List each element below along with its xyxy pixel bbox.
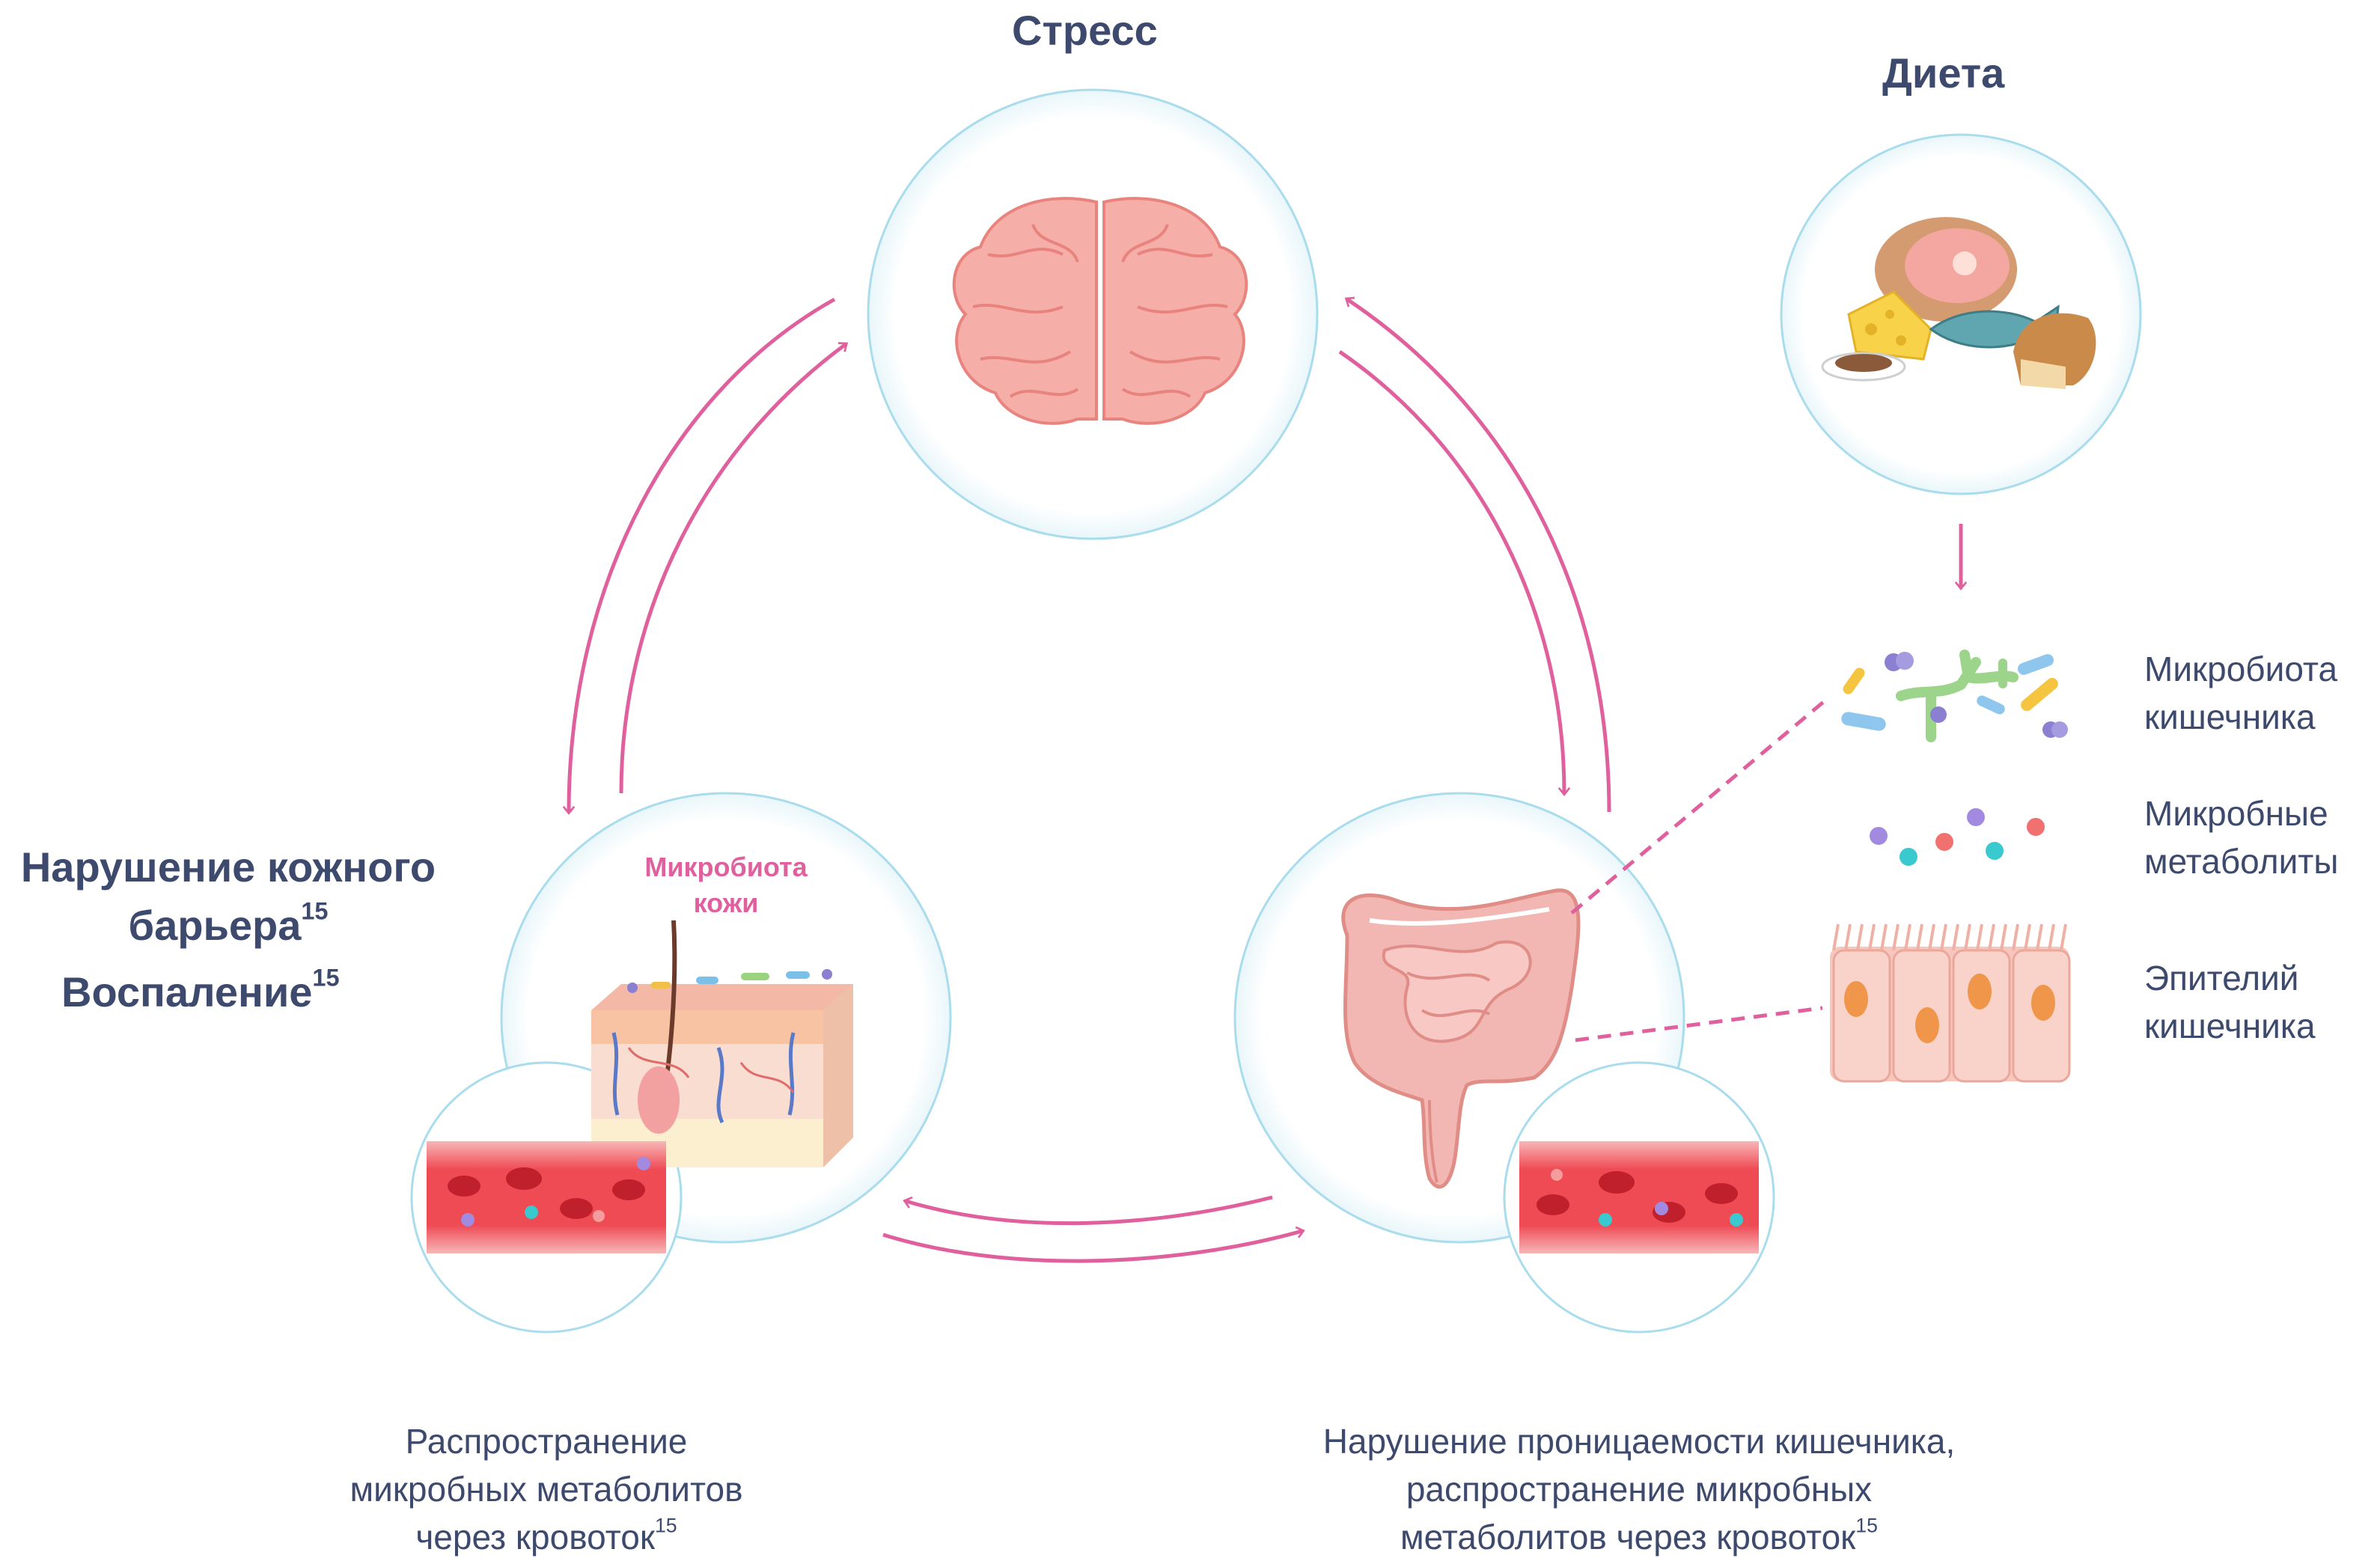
- arrow-gut-to-skin: [903, 1195, 1273, 1226]
- gut-microbiota-label: Микробиота кишечника: [2144, 650, 2338, 736]
- dashed-connectors: [1570, 698, 1828, 1042]
- caption-right: Нарушение проницаемости кишечника, распр…: [1197, 1369, 2081, 1561]
- caption-left: Распространение микробных метаболитов че…: [247, 1369, 846, 1561]
- inflammation-title: Воспаление15: [61, 965, 340, 1016]
- skin-barrier-text: Нарушение кожного барьера: [20, 843, 436, 949]
- inflammation-text: Воспаление: [61, 968, 313, 1015]
- epithelium-label: Эпителий кишечника: [2144, 959, 2316, 1045]
- arrow-stress-to-skin: [562, 297, 836, 815]
- arrow-gut-to-stress: [1344, 296, 1611, 813]
- diagram-canvas: [410, 88, 2142, 1334]
- blood-vessel-icon-left: [427, 1141, 666, 1253]
- bacteria-icon: [1841, 650, 2068, 742]
- brain-icon: [952, 197, 1248, 425]
- skin-barrier-ref: 15: [301, 897, 329, 925]
- arrow-skin-to-stress: [619, 342, 849, 794]
- inflammation-ref: 15: [312, 964, 340, 992]
- skin-microbiota-label: Микробиота кожи: [644, 852, 808, 918]
- stress-title: Стресс: [1012, 7, 1158, 54]
- arrows: [562, 296, 1968, 1263]
- metabolites-label: Микробные метаболиты: [2144, 794, 2339, 881]
- skin-barrier-title: Нарушение кожного барьера15: [0, 838, 457, 955]
- epithelium-icon: [1830, 923, 2071, 1083]
- arrow-skin-to-gut: [882, 1226, 1305, 1263]
- intestine-icon: [1341, 888, 1581, 1189]
- food-icon: [1821, 217, 2096, 389]
- caption-right-ref: 15: [1855, 1514, 1878, 1537]
- diet-title: Диета: [1882, 49, 2005, 97]
- skin-bacteria: [627, 969, 832, 993]
- caption-left-ref: 15: [654, 1514, 677, 1537]
- metabolites-icon: [1870, 808, 2045, 866]
- blood-vessel-icon-right: [1519, 1141, 1759, 1253]
- connector-microbiota: [1570, 698, 1828, 914]
- arrow-stress-to-gut: [1338, 349, 1571, 796]
- connector-epithelium: [1575, 1006, 1823, 1042]
- caption-left-text: Распространение микробных метаболитов че…: [350, 1422, 743, 1557]
